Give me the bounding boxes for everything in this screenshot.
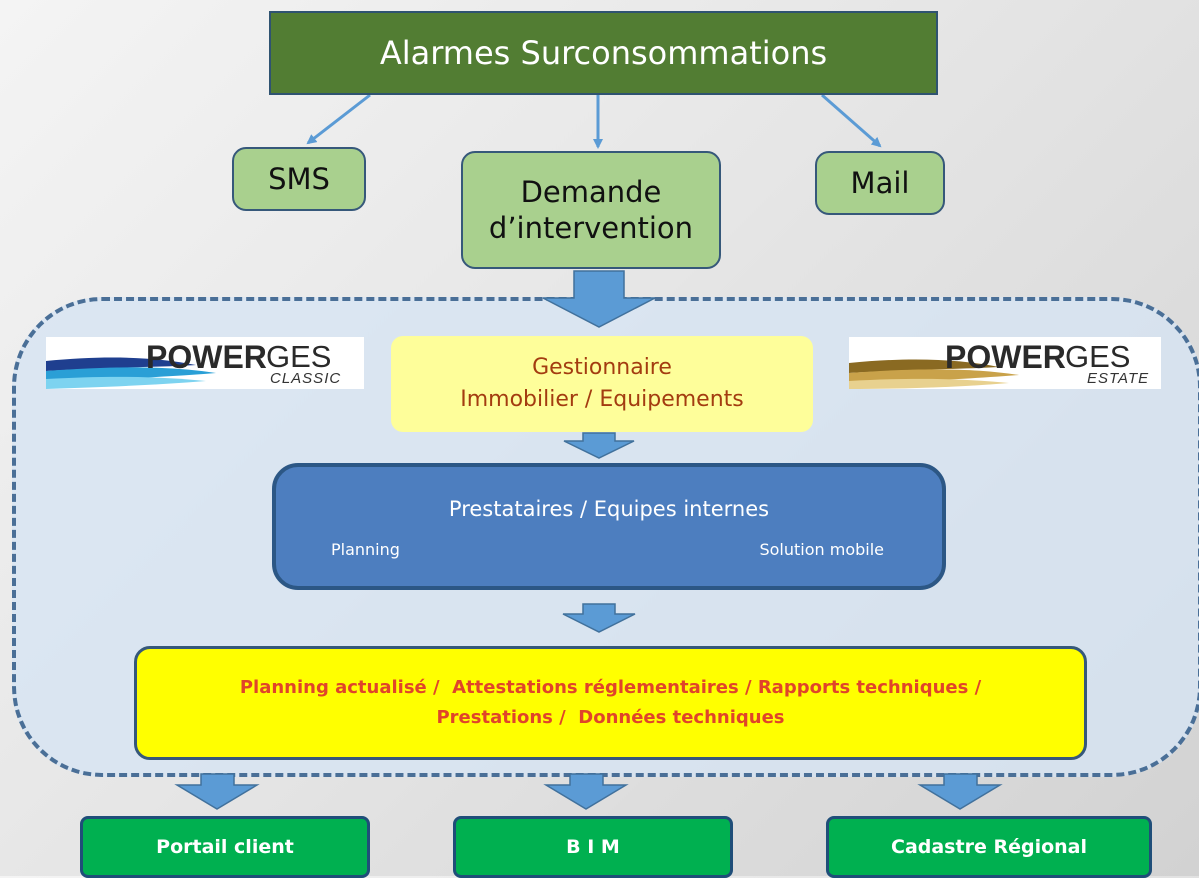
mail-label: Mail [850, 166, 910, 200]
arrow-to-mail [821, 93, 882, 148]
block-arrow-to-bim [543, 773, 629, 810]
block-arrow-to-prestataires [563, 432, 635, 459]
powerges-estate-logo: POWER GES ESTATE [849, 337, 1161, 389]
planning-label: Planning [331, 540, 400, 559]
solution-mobile-label: Solution mobile [759, 540, 884, 559]
estate-power-text: POWER [945, 339, 1066, 375]
classic-swoosh [46, 357, 216, 389]
alarmes-title: Alarmes Surconsommations [379, 34, 828, 72]
deliverables-line2: Prestations / Données techniques [436, 707, 785, 728]
classic-ges-text: GES [266, 339, 332, 374]
powerges-classic-logo: POWER GES CLASSIC [46, 337, 364, 389]
arrow-to-sms [306, 93, 371, 145]
estate-ges-text: GES [1065, 339, 1131, 374]
estate-swoosh [849, 359, 1019, 389]
gestionnaire-line2: Immobilier / Equipements [460, 387, 744, 412]
demande-intervention-box: Demande d’intervention [461, 151, 721, 269]
sms-box: SMS [232, 147, 366, 211]
cadastre-regional-label: Cadastre Régional [891, 836, 1087, 858]
classic-sub-text: CLASSIC [270, 370, 342, 387]
prestataires-box: Prestataires / Equipes internes Planning… [272, 463, 946, 590]
deliverables-line1: Planning actualisé / Attestations réglem… [239, 677, 982, 699]
block-arrow-to-deliverables [562, 603, 636, 633]
deliverables-box: Planning actualisé / Attestations réglem… [134, 646, 1087, 760]
block-arrow-to-cadastre [917, 773, 1003, 810]
block-arrow-to-portail [174, 773, 260, 810]
bim-label: B I M [566, 836, 620, 858]
gestionnaire-line1: Gestionnaire [532, 355, 672, 381]
prestataires-title: Prestataires / Equipes internes [448, 497, 770, 521]
cadastre-regional-box: Cadastre Régional [826, 816, 1152, 878]
bim-box: B I M [453, 816, 733, 878]
estate-sub-text: ESTATE [1087, 370, 1150, 387]
portail-client-label: Portail client [156, 836, 294, 858]
block-arrow-to-gestionnaire [542, 270, 656, 328]
gestionnaire-box: Gestionnaire Immobilier / Equipements [391, 336, 813, 432]
mail-box: Mail [815, 151, 945, 215]
demande-label-line2: d’intervention [488, 211, 694, 245]
alarmes-title-box: Alarmes Surconsommations [269, 11, 938, 95]
demande-label-line1: Demande [520, 174, 662, 209]
classic-power-text: POWER [146, 339, 267, 375]
portail-client-box: Portail client [80, 816, 370, 878]
sms-label: SMS [268, 162, 330, 196]
